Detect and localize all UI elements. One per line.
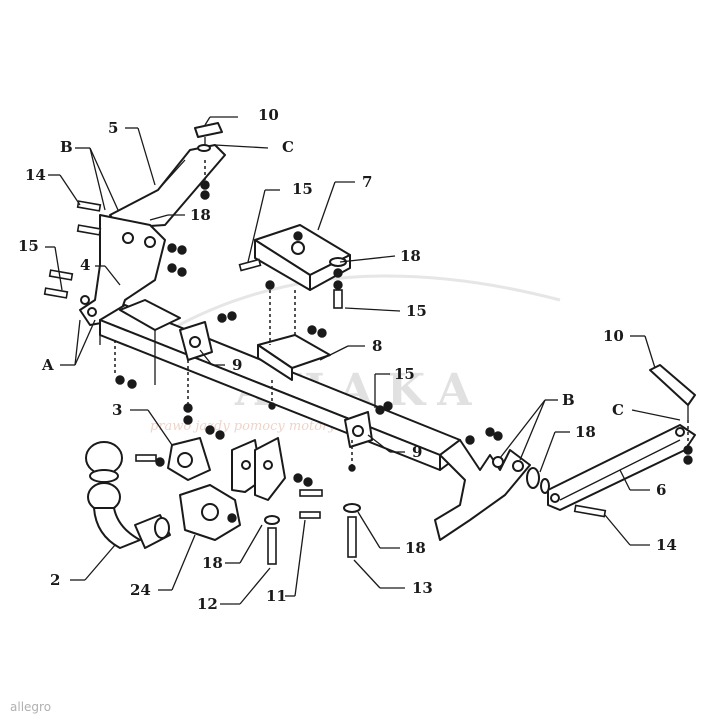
- label-9-left: 9: [232, 356, 242, 374]
- label-13: 13: [412, 579, 433, 597]
- label-c-right: C: [612, 401, 624, 419]
- label-10-right: 10: [603, 327, 624, 345]
- part-24-coupling-head: [179, 484, 241, 541]
- assembly-lines: [114, 160, 689, 465]
- label-2: 2: [50, 571, 60, 589]
- label-15-right-center: 15: [406, 302, 427, 320]
- label-18-bottom-right: 18: [405, 539, 426, 557]
- label-18-center: 18: [400, 247, 421, 265]
- right-side-bracket: [434, 439, 531, 541]
- label-18-bottom-left: 18: [202, 554, 223, 572]
- label-b-left: B: [60, 138, 73, 156]
- label-5: 5: [108, 119, 118, 137]
- footer-credit: allegro: [10, 700, 52, 714]
- label-a: A: [41, 356, 54, 374]
- label-14-left: 14: [25, 166, 46, 184]
- label-12: 12: [197, 595, 218, 613]
- label-3: 3: [112, 401, 122, 419]
- label-4: 4: [80, 256, 90, 274]
- part-6-right-plate: [547, 424, 696, 511]
- watermark-tagline: prawo jazdy pomocy motoryzacja: [150, 419, 369, 434]
- part-3-socket-plate: [167, 437, 211, 481]
- label-14-right: 14: [656, 536, 677, 554]
- label-15-left: 15: [18, 237, 39, 255]
- part-7-plate: [254, 224, 351, 291]
- label-24: 24: [130, 581, 151, 599]
- leader-lines: [45, 116, 681, 605]
- fasteners: [43, 180, 693, 565]
- label-b-right: B: [562, 391, 575, 409]
- callout-labels: 10 5 C B 14 18 15 4 A 15 7 18 15 9 8 3 1…: [18, 106, 677, 613]
- label-10-top: 10: [258, 106, 279, 124]
- label-18-right: 18: [575, 423, 596, 441]
- label-6: 6: [656, 481, 666, 499]
- label-18-top: 18: [190, 206, 211, 224]
- part-9-plates: [179, 321, 373, 448]
- label-15-center: 15: [292, 180, 313, 198]
- label-7: 7: [362, 173, 372, 191]
- label-11: 11: [266, 587, 287, 605]
- part-10-right-hook: [649, 364, 696, 420]
- label-15-lower: 15: [394, 365, 415, 383]
- part-5-left-upper-bracket: [109, 122, 226, 229]
- ball-mount-plates: [231, 437, 286, 501]
- label-9-right: 9: [412, 443, 422, 461]
- label-c-left: C: [282, 138, 294, 156]
- label-8: 8: [372, 337, 382, 355]
- part-2-tow-ball: [85, 441, 171, 549]
